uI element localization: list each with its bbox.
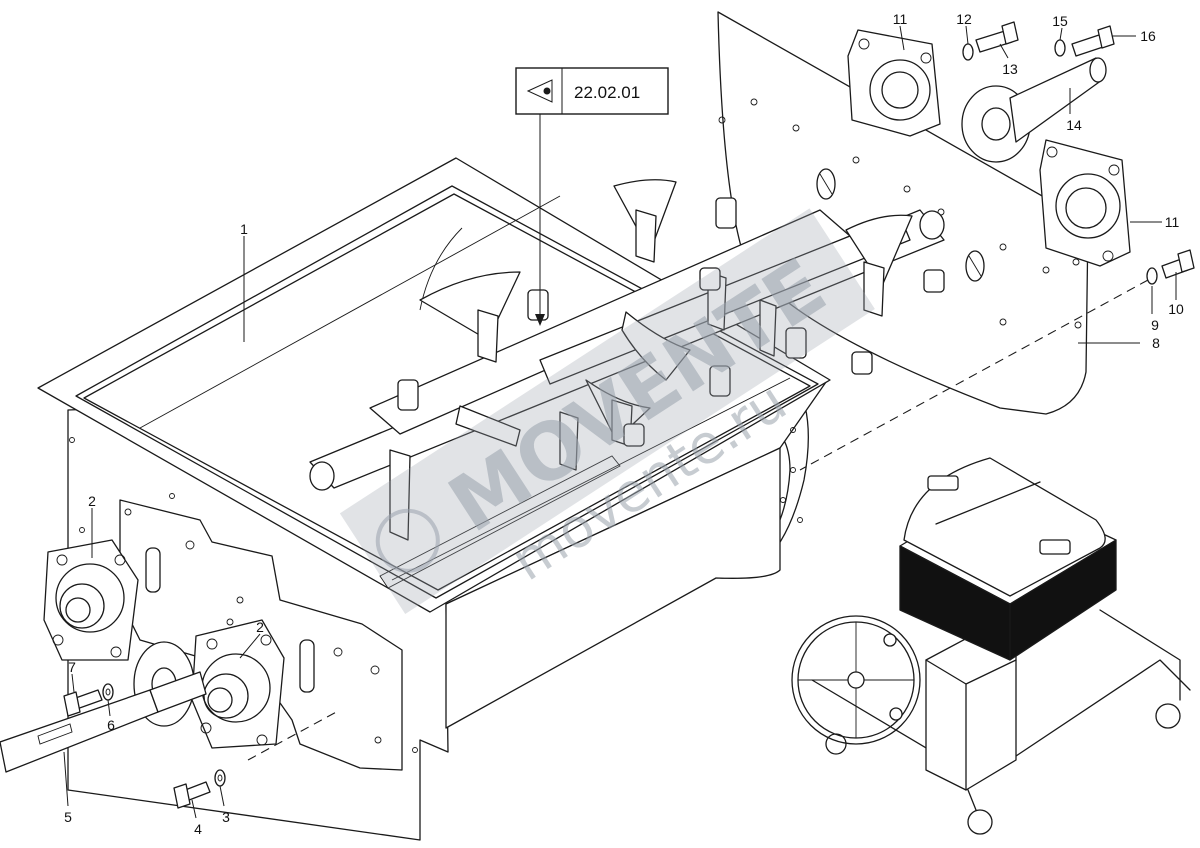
bolt-part-10: [1161, 249, 1195, 279]
reference-arrow: [535, 314, 545, 326]
washer-part-15: [1054, 39, 1066, 57]
callout-2-right: 2: [256, 619, 264, 635]
assembly-line-front: [247, 709, 341, 761]
reference-code: 22.02.01: [574, 83, 640, 102]
callout-8: 8: [1152, 335, 1160, 351]
washer-part-9: [1146, 267, 1158, 285]
callout-6: 6: [107, 717, 115, 733]
machine-overview-thumbnail: [791, 457, 1191, 835]
reference-box[interactable]: 22.02.01: [515, 67, 669, 115]
bolt-part-7: [63, 689, 103, 717]
callout-9: 9: [1151, 317, 1159, 333]
bolt-part-13: [975, 21, 1019, 53]
callout-2-left: 2: [88, 493, 96, 509]
callout-1: 1: [240, 221, 248, 237]
callout-10: 10: [1168, 301, 1184, 317]
callout-14: 14: [1066, 117, 1082, 133]
stub-shaft-part-14: [961, 57, 1107, 163]
callout-11-upper: 11: [893, 11, 908, 27]
callout-16: 16: [1140, 28, 1156, 44]
drive-shaft-part-5: [0, 671, 207, 773]
bearing-unit-right-part-2: [191, 619, 285, 749]
callout-13: 13: [1002, 61, 1018, 77]
leader-lines: [63, 25, 1177, 819]
bolt-part-16: [1071, 25, 1115, 57]
bearing-unit-left-part-2: [43, 539, 139, 661]
callout-labels: 1 2 2 3 4 5 6 7 8 9 10 11 11 12 13 14 15…: [64, 11, 1184, 837]
washer-part-3: [214, 769, 226, 787]
eye-icon: [526, 79, 553, 103]
bearing-unit-upper-part-11: [847, 29, 941, 137]
washer-part-6: [102, 683, 114, 701]
callout-5: 5: [64, 809, 72, 825]
callout-7: 7: [68, 659, 76, 675]
callout-11-lower: 11: [1165, 214, 1180, 230]
callout-15: 15: [1052, 13, 1068, 29]
back-plate-part-8: [717, 11, 1089, 415]
callout-12: 12: [956, 11, 972, 27]
callout-4: 4: [194, 821, 202, 837]
washer-part-12: [962, 43, 974, 61]
eye-pupil-icon: [543, 87, 551, 95]
bolt-part-4: [173, 781, 211, 809]
callout-3: 3: [222, 809, 230, 825]
agitator-shaft-assembly: [309, 179, 945, 541]
assembly-line-back: [799, 279, 1149, 471]
bearing-unit-lower-part-11: [1039, 139, 1131, 267]
